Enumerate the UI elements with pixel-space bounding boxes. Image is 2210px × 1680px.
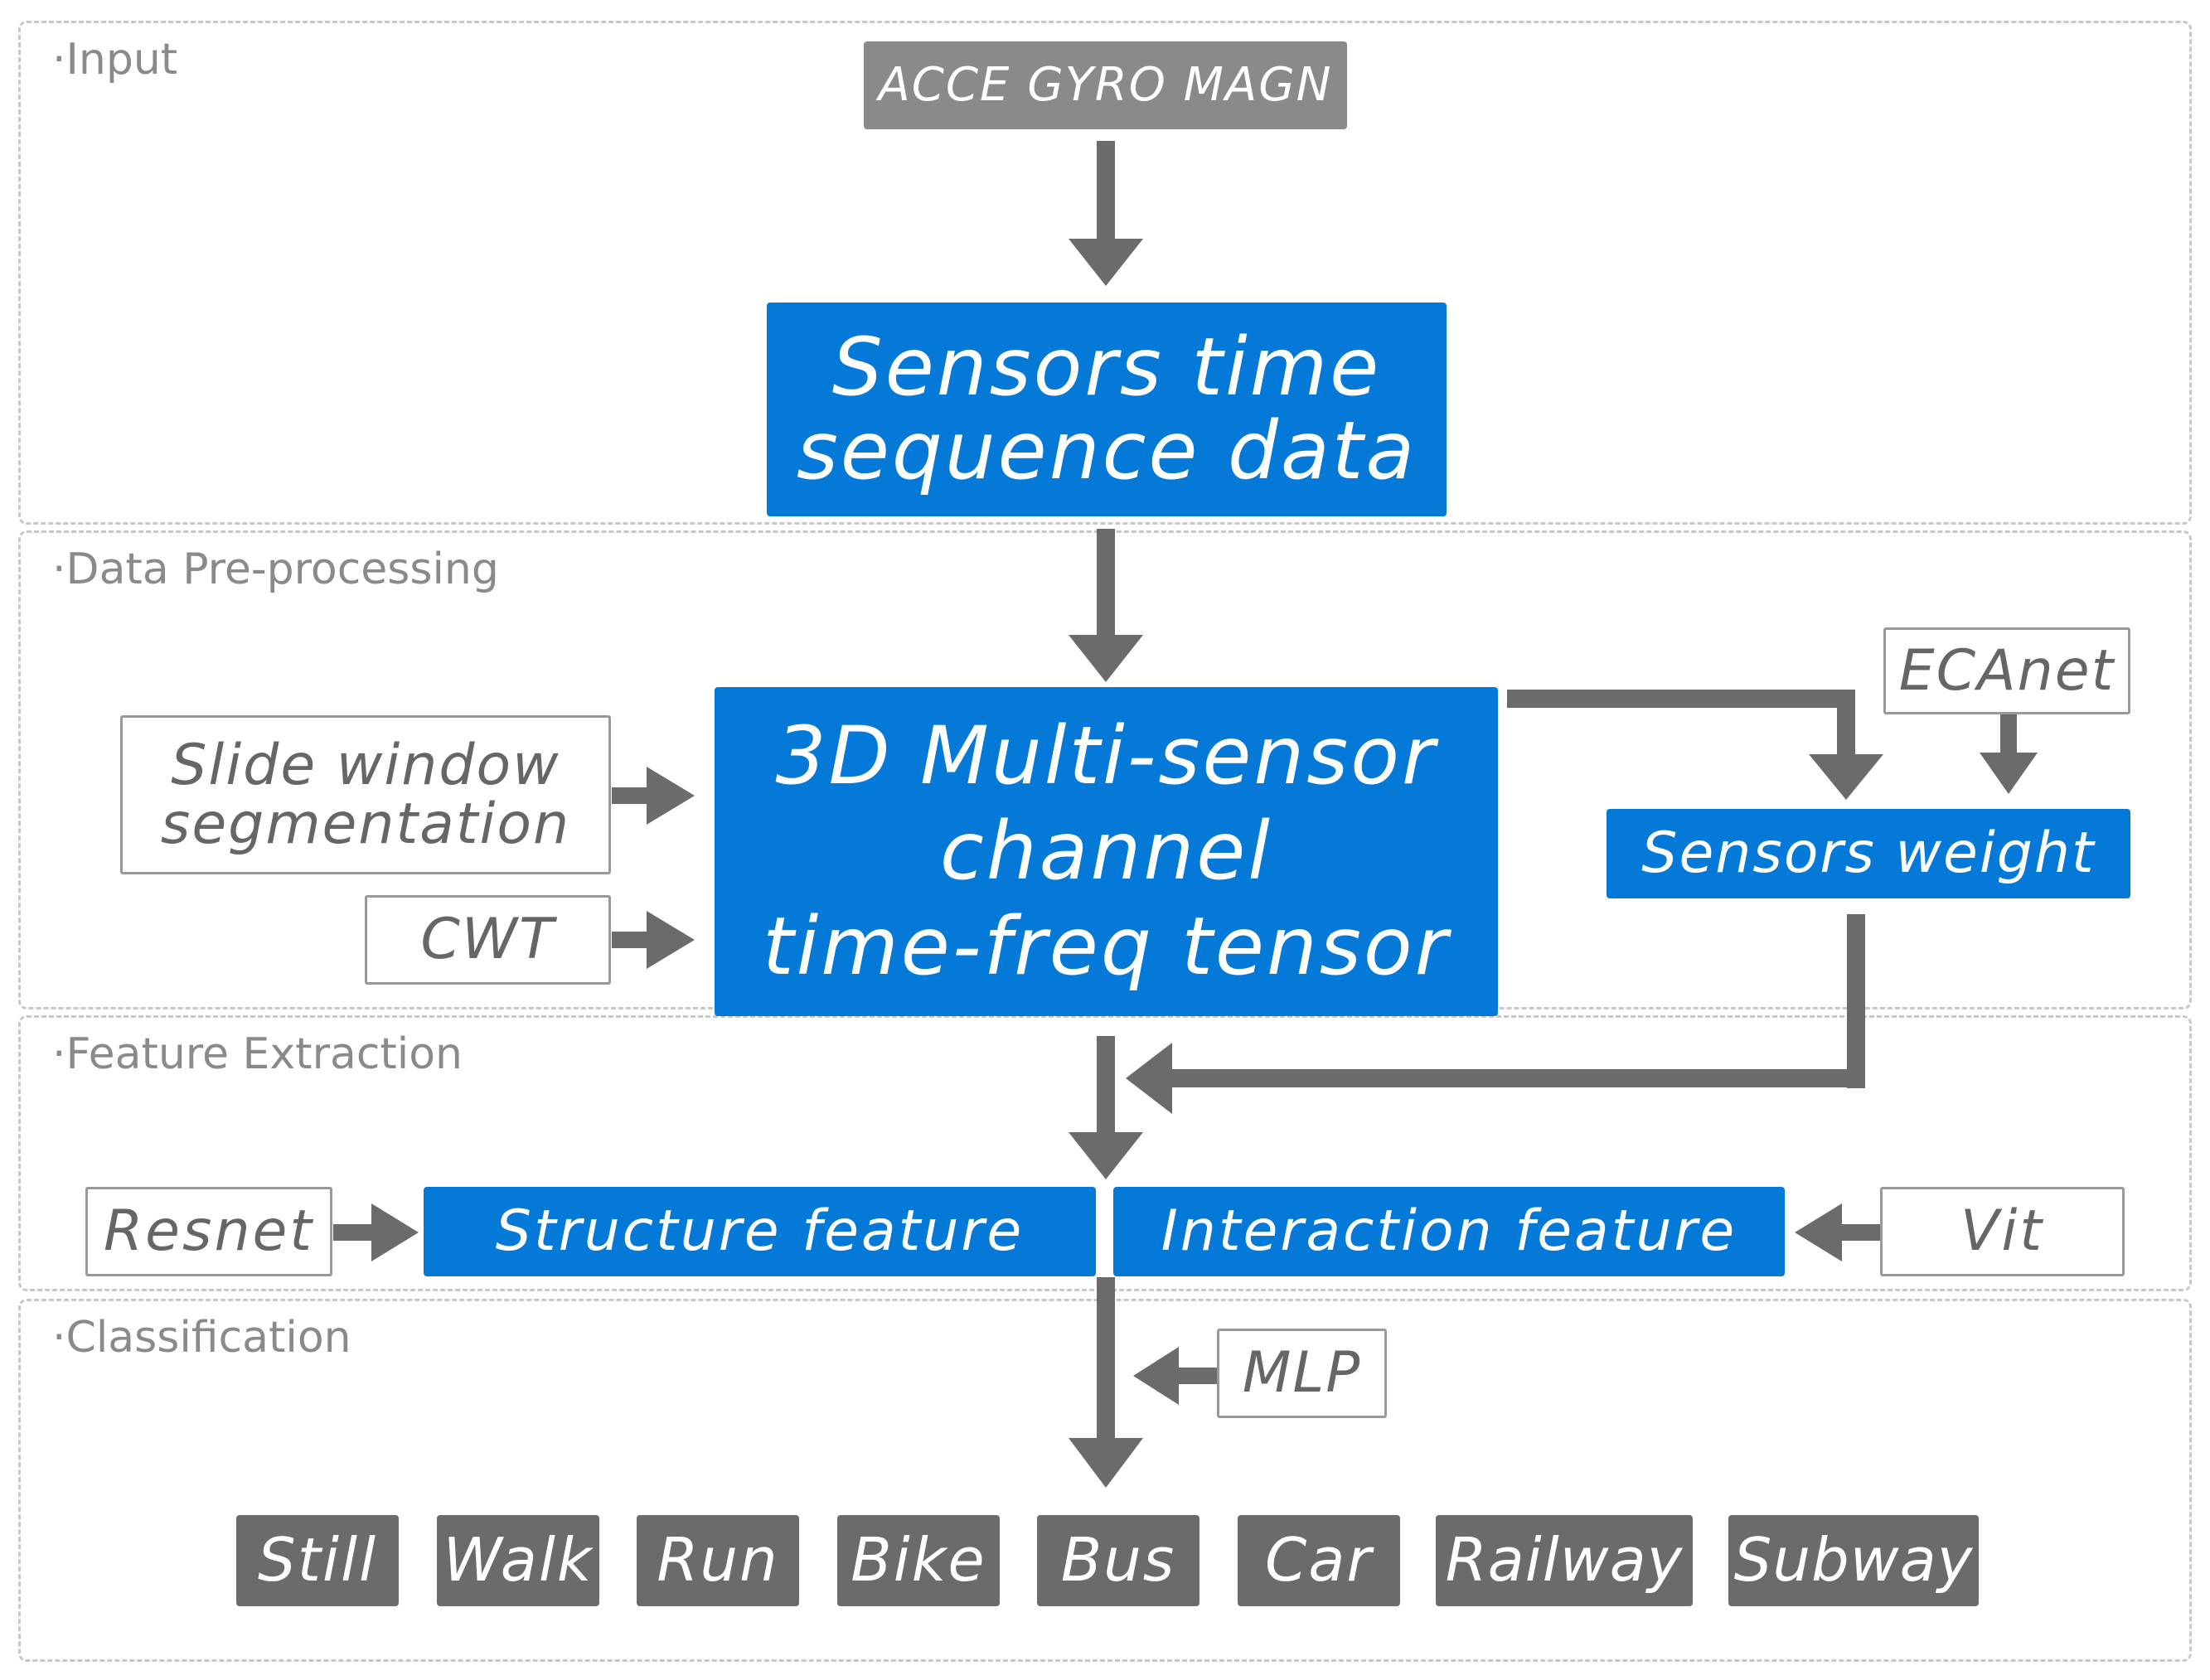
- arrow-tensor-to-weight-v: [1837, 690, 1855, 758]
- arrow-resnet-to-structure-head: [371, 1203, 419, 1261]
- arrow-weight-left: [1169, 1069, 1865, 1087]
- arrow-tensor-to-weight-head: [1809, 754, 1883, 800]
- arrow-slide-to-tensor: [612, 787, 649, 804]
- ecanet-box: ECAnet: [1883, 627, 2130, 714]
- resnet-box: Resnet: [85, 1187, 332, 1276]
- sensors-input-box: ACCE GYRO MAGN: [864, 41, 1347, 129]
- class-bike: Bike: [837, 1515, 1000, 1606]
- arrow-cwt-to-tensor-head: [647, 911, 695, 969]
- class-subway: Subway: [1728, 1515, 1979, 1606]
- class-still: Still: [236, 1515, 399, 1606]
- arrow-vit-to-interaction: [1839, 1224, 1880, 1241]
- arrow-vit-to-interaction-head: [1795, 1203, 1842, 1261]
- arrow-ecanet-to-weight: [2000, 714, 2017, 756]
- class-car: Car: [1238, 1515, 1400, 1606]
- interaction-feature-box: Interaction feature: [1113, 1187, 1785, 1276]
- arrow-features-to-classes-head: [1069, 1438, 1143, 1488]
- class-run: Run: [637, 1515, 799, 1606]
- section-label-classification: ·Classification: [52, 1313, 351, 1363]
- arrow-resnet-to-structure: [333, 1224, 375, 1241]
- arrow-input-to-sequence: [1097, 141, 1115, 242]
- arrow-sequence-to-tensor-head: [1069, 635, 1143, 682]
- arrow-tensor-to-features: [1097, 1036, 1115, 1135]
- arrow-tensor-to-features-head: [1069, 1132, 1143, 1179]
- section-label-input: ·Input: [52, 35, 178, 85]
- arrow-mlp-to-line-head: [1133, 1347, 1179, 1405]
- sensors-weight-box: Sensors weight: [1607, 809, 2130, 898]
- arrow-ecanet-to-weight-head: [1980, 753, 2038, 794]
- arrow-weight-down: [1847, 914, 1865, 1088]
- class-bus: Bus: [1037, 1515, 1200, 1606]
- arrow-cwt-to-tensor: [612, 932, 649, 948]
- structure-feature-box: Structure feature: [424, 1187, 1096, 1276]
- class-walk: Walk: [437, 1515, 599, 1606]
- class-railway: Railway: [1436, 1515, 1693, 1606]
- arrow-input-to-sequence-head: [1069, 239, 1143, 286]
- mlp-box: MLP: [1217, 1329, 1387, 1418]
- slide-window-box: Slide window segmentation: [120, 715, 611, 874]
- arrow-sequence-to-tensor: [1097, 529, 1115, 638]
- arrow-features-to-classes: [1097, 1277, 1115, 1441]
- cwt-box: CWT: [365, 895, 611, 985]
- tensor-box: 3D Multi-sensor channel time-freq tensor: [715, 687, 1498, 1016]
- arrow-weight-left-head: [1126, 1043, 1172, 1114]
- arrow-mlp-to-line: [1175, 1368, 1217, 1384]
- arrow-tensor-to-weight-h: [1507, 690, 1855, 708]
- time-sequence-box: Sensors time sequence data: [767, 303, 1447, 516]
- section-label-feature-extraction: ·Feature Extraction: [52, 1029, 463, 1079]
- arrow-slide-to-tensor-head: [647, 767, 695, 825]
- vit-box: Vit: [1880, 1187, 2125, 1276]
- section-label-data-preprocessing: ·Data Pre-processing: [52, 545, 499, 594]
- section-input: ·Input: [18, 21, 2192, 525]
